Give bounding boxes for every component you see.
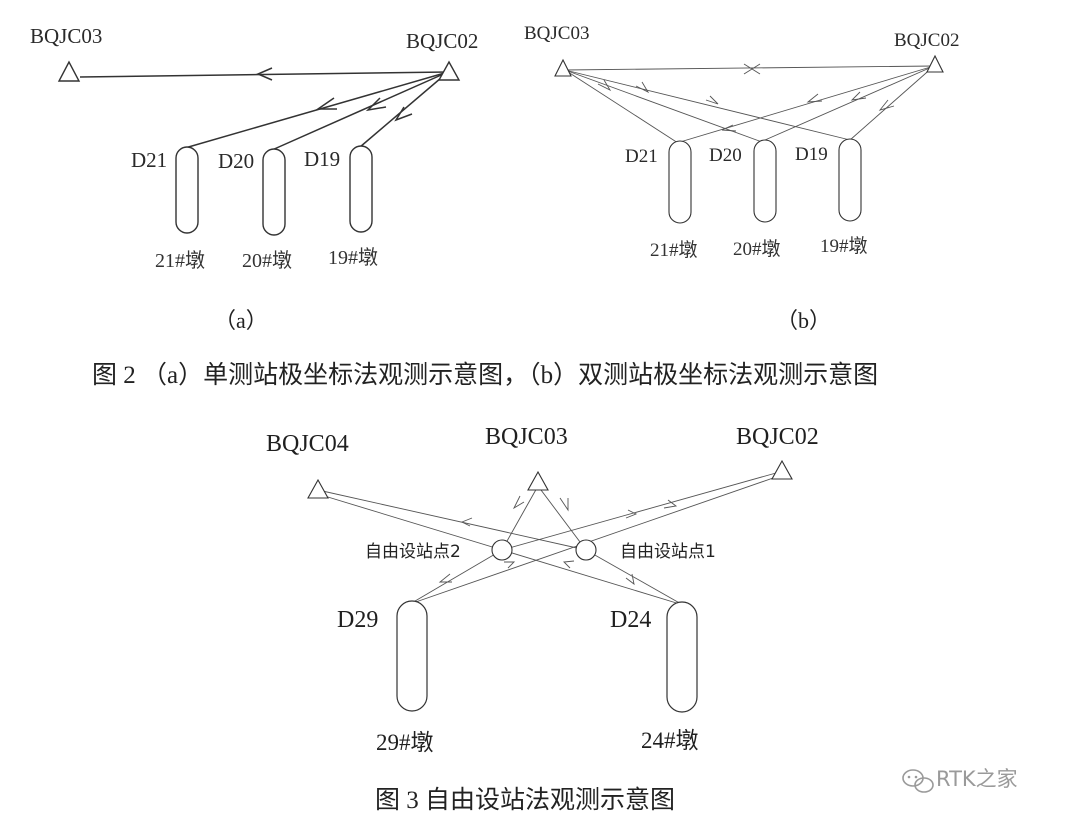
fig2b-line-03-02 <box>564 65 935 71</box>
fig2b-bqjc03-triangle <box>554 58 572 77</box>
fig2b-arrow-6 <box>850 91 867 101</box>
fig3-pier-29 <box>396 600 428 712</box>
fig3-line-02-D29 <box>409 476 777 605</box>
watermark: RTK之家 <box>902 767 1018 793</box>
fig3-arrow-4 <box>512 495 525 510</box>
fig2b-line-03-D21 <box>564 69 679 144</box>
fig2b-bqjc03-label: BQJC03 <box>524 23 589 44</box>
fig3-station-2-label: 自由设站点2 <box>365 542 461 562</box>
fig2b-sublabel: （b） <box>776 308 831 333</box>
fig2a-sublabel: （a） <box>214 308 268 333</box>
fig2b-arrow-5 <box>705 95 719 105</box>
fig3-bqjc03-triangle <box>527 470 549 491</box>
fig2b-arrow-9 <box>721 124 737 132</box>
fig2a-line-02-D19 <box>359 71 449 148</box>
fig2b-pier-19 <box>838 138 862 222</box>
fig3-arrow-5 <box>559 497 569 512</box>
fig3-line-02-st2 <box>501 472 777 551</box>
fig2b-arrow-7 <box>806 93 823 103</box>
fig3-bqjc03-label: BQJC03 <box>485 424 568 450</box>
fig2b-arrow-8 <box>878 99 895 111</box>
fig3-arrow-9 <box>625 573 635 586</box>
fig3-arrow-3 <box>663 499 678 509</box>
fig3-line-03-st1 <box>537 485 587 551</box>
fig2b-arrow-1 <box>743 63 753 75</box>
fig3-arrow-8 <box>563 560 575 569</box>
fig3-diagram: BQJC04 BQJC03 BQJC02 自由设站点2 自由设站点1 D29 D… <box>266 424 819 755</box>
fig2b-diagram: BQJC03 BQJC02 D21 D20 D19 21#墩 20#墩 19#墩… <box>524 23 959 333</box>
fig3-pier-29-name: 29#墩 <box>376 730 434 755</box>
fig3-line-03-st2 <box>501 485 539 551</box>
fig2a-pier-21-name: 21#墩 <box>155 249 205 272</box>
fig3-pier-29-label: D29 <box>337 607 378 633</box>
fig2b-line-02-D21 <box>679 65 935 143</box>
fig2a-diagram: BQJC03 BQJC02 D21 D20 D19 21#墩 20#墩 19#墩… <box>30 24 478 333</box>
fig2b-line-03-D19 <box>564 69 851 141</box>
fig3-arrow-1 <box>460 517 473 527</box>
fig2a-pier-20-label: D20 <box>218 149 254 173</box>
fig2a-pier-19-label: D19 <box>304 147 340 171</box>
fig2a-line-02-03 <box>79 71 449 78</box>
fig3-pier-24-label: D24 <box>610 607 651 633</box>
fig2b-pier-20-label: D20 <box>709 145 742 166</box>
fig2b-arrows <box>597 63 895 132</box>
wechat-icon <box>902 769 934 793</box>
fig2a-sight-lines <box>79 71 449 151</box>
fig2a-bqjc02-label: BQJC02 <box>406 29 478 53</box>
fig2b-pier-21-label: D21 <box>625 146 658 167</box>
fig3-sight-lines <box>317 472 777 606</box>
fig2b-arrow-2 <box>751 63 761 75</box>
fig3-line-st2-D29 <box>409 549 503 605</box>
fig2b-sight-lines <box>564 65 935 144</box>
fig2a-pier-20 <box>262 148 286 236</box>
fig3-arrow-6 <box>438 573 452 583</box>
fig2b-pier-21 <box>668 140 692 224</box>
fig3-line-st1-D24 <box>585 549 684 606</box>
fig2a-line-02-D20 <box>271 71 449 151</box>
fig2b-line-02-D19 <box>849 65 935 141</box>
fig2a-pier-19 <box>349 145 373 233</box>
fig3-pier-24 <box>666 601 698 713</box>
fig2a-pier-19-name: 19#墩 <box>328 246 378 269</box>
fig2b-pier-21-name: 21#墩 <box>650 239 698 261</box>
fig2a-pier-20-name: 20#墩 <box>242 249 292 272</box>
fig2a-bqjc03-label: BQJC03 <box>30 24 102 48</box>
fig2-caption: 图 2 （a）单测站极坐标法观测示意图，（b）双测站极坐标法观测示意图 <box>92 361 878 389</box>
fig2b-arrow-4 <box>635 81 650 94</box>
fig2a-arrow-2 <box>315 97 337 110</box>
fig2a-bqjc02-triangle <box>437 60 461 81</box>
fig3-bqjc02-label: BQJC02 <box>736 424 819 450</box>
fig3-station-1-label: 自由设站点1 <box>620 542 716 562</box>
fig3-caption: 图 3 自由设站法观测示意图 <box>375 786 675 814</box>
fig3-pier-24-name: 24#墩 <box>641 728 699 753</box>
fig3-bqjc04-triangle <box>307 478 329 499</box>
fig2a-arrow-4 <box>394 106 413 122</box>
fig3-station-2-marker <box>491 539 513 561</box>
fig2a-bqjc03-triangle <box>57 60 81 82</box>
fig2b-line-02-D20 <box>764 65 935 141</box>
fig2b-pier-20 <box>753 139 777 223</box>
fig2a-line-02-D21 <box>184 71 449 149</box>
fig2b-line-03-D20 <box>564 69 763 143</box>
fig2b-bqjc02-triangle <box>926 54 944 73</box>
fig3-arrow-2 <box>625 509 638 519</box>
fig3-arrows <box>438 495 678 586</box>
fig2a-arrow-1 <box>256 67 273 81</box>
fig2a-arrow-3 <box>365 97 387 112</box>
fig2b-pier-19-label: D19 <box>795 144 828 165</box>
fig2b-arrow-3 <box>597 79 612 92</box>
fig3-station-1-marker <box>575 539 597 561</box>
fig2b-pier-19-name: 19#墩 <box>820 235 868 257</box>
fig2b-bqjc02-label: BQJC02 <box>894 30 959 51</box>
fig3-bqjc04-label: BQJC04 <box>266 431 349 457</box>
fig2a-arrows <box>256 67 413 122</box>
fig2b-pier-20-name: 20#墩 <box>733 238 781 260</box>
fig3-arrow-7 <box>504 561 516 569</box>
fig2a-pier-21-label: D21 <box>131 148 167 172</box>
fig2a-pier-21 <box>175 146 199 234</box>
fig3-line-04-st1 <box>317 489 587 551</box>
fig3-bqjc02-triangle <box>771 459 793 480</box>
watermark-text: RTK之家 <box>936 767 1018 791</box>
